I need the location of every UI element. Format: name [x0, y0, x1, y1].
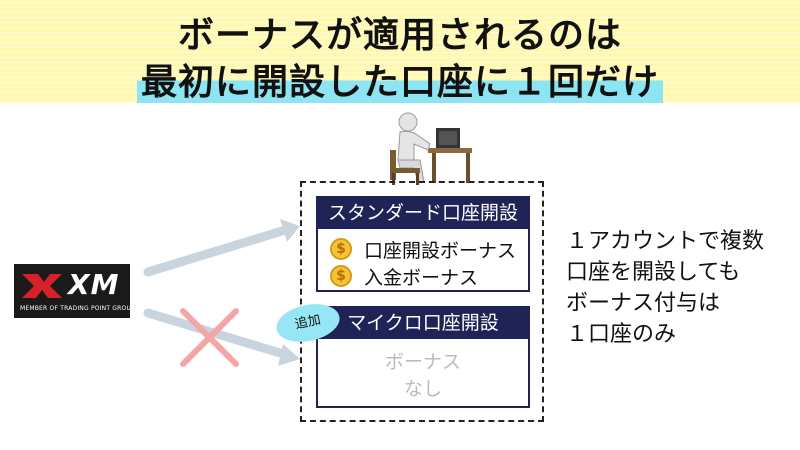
logo-text: XM	[68, 268, 120, 301]
bonus-item: $ 口座開設ボーナス	[330, 235, 516, 263]
bonus-item-label: 口座開設ボーナス	[364, 239, 517, 262]
dollar-coin-icon: $	[330, 265, 352, 287]
bonus-item: $ 入金ボーナス	[330, 262, 478, 290]
no-bonus-text: ボーナス	[384, 351, 461, 373]
bonus-item-label: 入金ボーナス	[364, 266, 479, 289]
xm-logo: XM MEMBER OF TRADING POINT GROUP	[14, 264, 135, 318]
arrow-to-standard	[143, 219, 300, 277]
title-line-1: ボーナスが適用されるのは	[177, 15, 622, 56]
logo-subtext: MEMBER OF TRADING POINT GROUP	[20, 305, 135, 312]
title-line-2-text: 最初に開設した口座に１回だけ	[136, 62, 663, 103]
title-banner: ボーナスが適用されるのは 最初に開設した口座に１回だけ	[0, 0, 800, 103]
side-note: １アカウントで複数 口座を開設しても ボーナス付与は １口座のみ	[566, 226, 796, 350]
standard-account-title: スタンダード口座開設	[318, 198, 528, 229]
cross-mark-icon	[180, 308, 239, 367]
logo-mark-icon	[22, 274, 62, 298]
person-at-computer-icon	[390, 112, 472, 185]
micro-account-title: マイクロ口座開設	[318, 308, 528, 339]
dollar-coin-icon: $	[330, 238, 352, 260]
account-group-box	[300, 181, 544, 422]
side-note-line: １アカウントで複数	[566, 229, 765, 254]
arrow-to-micro	[143, 308, 300, 366]
title-line-2: 最初に開設した口座に１回だけ	[0, 53, 800, 105]
side-note-line: 口座を開設しても	[566, 260, 741, 285]
no-bonus-text: なし	[403, 378, 442, 400]
standard-account-card: スタンダード口座開設 $ 口座開設ボーナス $ 入金ボーナス	[316, 196, 530, 292]
side-note-line: ボーナス付与は	[566, 291, 721, 316]
side-note-line: １口座のみ	[566, 322, 677, 347]
micro-account-card: マイクロ口座開設 ボーナス なし	[316, 306, 530, 408]
